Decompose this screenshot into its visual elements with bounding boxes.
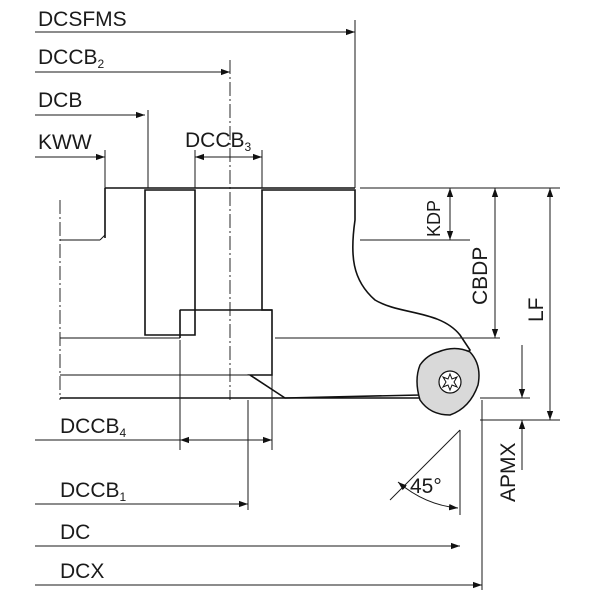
- dim-dccb2: DCCB2: [35, 46, 230, 76]
- cutting-insert: [416, 347, 480, 416]
- dim-lf: LF: [480, 187, 560, 421]
- label-dcsfms: DCSFMS: [38, 8, 127, 31]
- dim-dccb4: DCCB4: [35, 340, 273, 450]
- torx-screw-icon: [438, 370, 462, 394]
- label-dcb: DCB: [38, 89, 82, 112]
- dim-dcsfms: DCSFMS: [35, 8, 356, 188]
- dim-dccb1: DCCB1: [35, 400, 249, 510]
- dim-cbdp: CBDP: [275, 187, 500, 339]
- left-body-section: [144, 189, 196, 336]
- label-lf: LF: [525, 297, 548, 322]
- dim-dcx: DCX: [35, 400, 483, 590]
- dim-kdp: KDP: [360, 187, 470, 241]
- label-dcx: DCX: [60, 560, 104, 583]
- dim-dccb3: DCCB3: [185, 129, 263, 188]
- dim-dc: DC: [35, 521, 460, 550]
- cutter-outline: [60, 187, 420, 399]
- label-apmx: APMX: [497, 442, 520, 502]
- dim-apmx: APMX: [480, 345, 530, 502]
- label-cbdp: CBDP: [469, 247, 492, 305]
- dim-dcb: DCB: [35, 89, 149, 188]
- label-dccb1: DCCB1: [60, 479, 127, 504]
- dim-angle: 45°: [389, 429, 461, 515]
- label-dccb3: DCCB3: [185, 129, 252, 154]
- label-angle: 45°: [410, 475, 442, 498]
- label-kdp: KDP: [424, 200, 444, 237]
- label-dc: DC: [60, 521, 90, 544]
- label-kww: KWW: [38, 131, 92, 154]
- lower-section: [179, 309, 196, 336]
- label-dccb2: DCCB2: [38, 46, 105, 71]
- dim-kww: KWW: [35, 131, 106, 188]
- label-dccb4: DCCB4: [60, 415, 127, 440]
